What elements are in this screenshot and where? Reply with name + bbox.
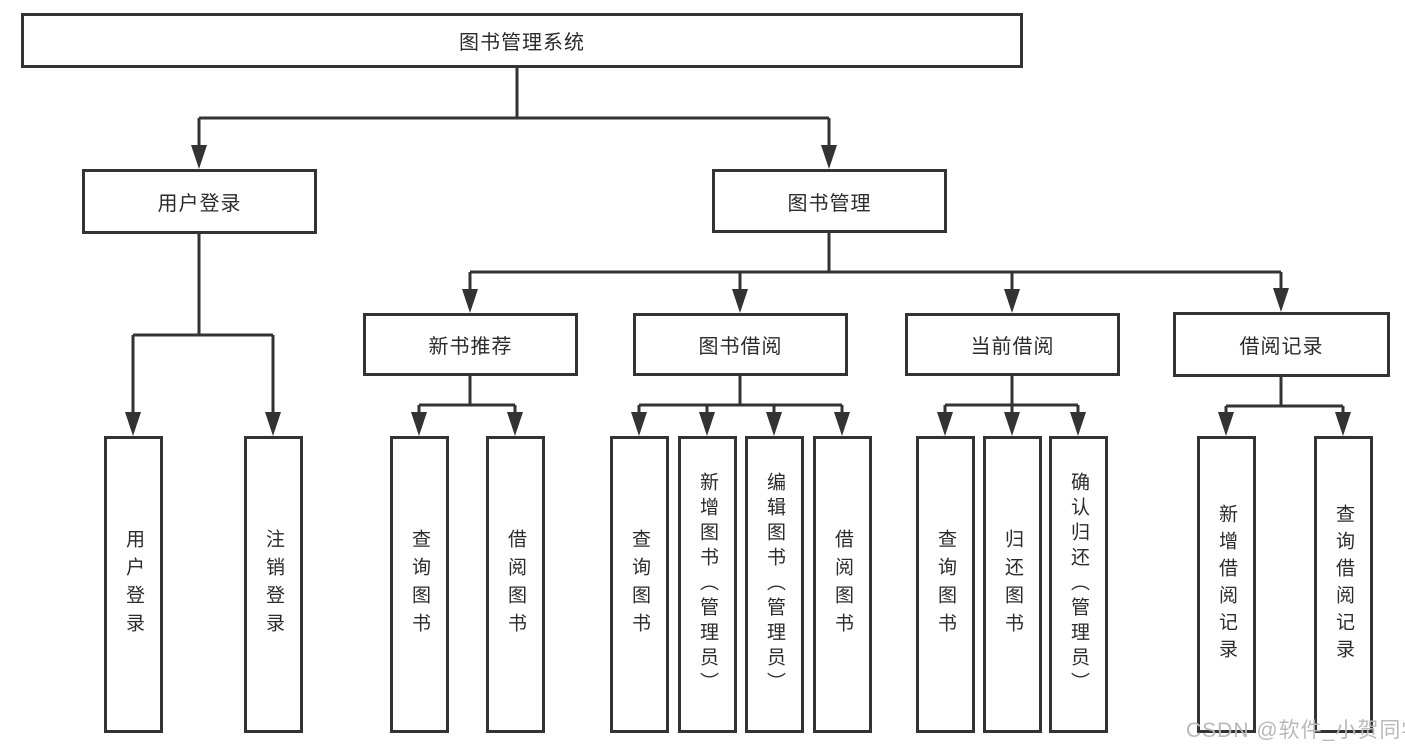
node-new-book-recommendation: 新书推荐 xyxy=(363,313,578,376)
leaf-cb-confirm-return-admin: 确认归还（管理员） xyxy=(1049,436,1108,733)
leaf-cb-query-book: 查询图书 xyxy=(916,436,975,733)
node-book-borrowing: 图书借阅 xyxy=(633,313,848,376)
leaf-bb-borrow-book: 借阅图书 xyxy=(813,436,872,733)
leaf-cb-return-book: 归还图书 xyxy=(983,436,1042,733)
leaf-bb-add-book-admin: 新增图书（管理员） xyxy=(678,436,737,733)
node-current-borrowing: 当前借阅 xyxy=(905,313,1120,376)
node-user-login: 用户登录 xyxy=(82,169,317,234)
arrowhead-icons xyxy=(125,145,1351,436)
node-book-management: 图书管理 xyxy=(712,169,947,233)
leaf-bb-edit-book-admin: 编辑图书（管理员） xyxy=(745,436,804,733)
node-library-management-system: 图书管理系统 xyxy=(21,13,1023,68)
leaf-br-query-record: 查询借阅记录 xyxy=(1314,436,1373,733)
leaf-rec-query-book: 查询图书 xyxy=(390,436,449,733)
leaf-user-login: 用户登录 xyxy=(104,436,163,733)
leaf-logout-login: 注销登录 xyxy=(244,436,303,733)
leaf-br-add-record: 新增借阅记录 xyxy=(1197,436,1256,733)
node-borrowing-records: 借阅记录 xyxy=(1173,312,1390,377)
watermark: CSDN @软件_小贺同学 xyxy=(1186,719,1405,742)
leaf-rec-borrow-book: 借阅图书 xyxy=(486,436,545,733)
leaf-bb-query-book: 查询图书 xyxy=(610,436,669,733)
